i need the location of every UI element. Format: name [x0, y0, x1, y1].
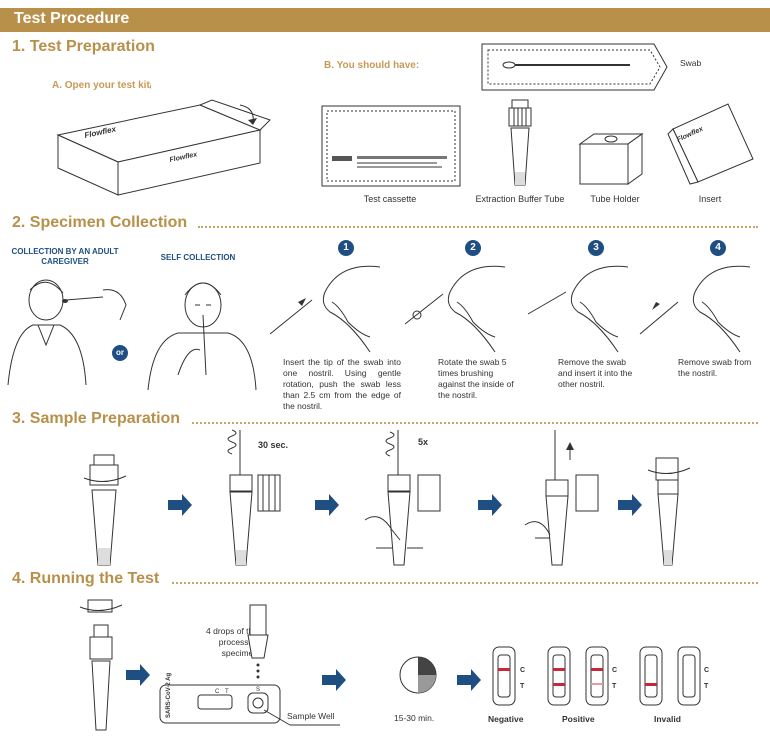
section-divider: [198, 226, 758, 228]
adult-caregiver-heading: COLLECTION BY AN ADULT CAREGIVER: [11, 247, 119, 266]
self-collection-heading: SELF COLLECTION: [160, 253, 236, 262]
cassette-t-mark: T: [225, 689, 229, 695]
insert-leaflet-illustration: Flowflex: [667, 103, 754, 185]
positive-result-window-2: C T: [585, 646, 617, 706]
title-banner: Test Procedure: [0, 8, 770, 32]
step-1-text: Insert the tip of the swab into one nost…: [283, 357, 401, 411]
invalid-result-window-1: [639, 646, 663, 706]
timer-clock-icon: [399, 656, 437, 694]
step-2-number: 2: [465, 240, 481, 256]
nostril-swab-illustrations: [269, 265, 751, 353]
negative-label: Negative: [488, 714, 524, 724]
swab-in-tube: 30 sec.: [227, 429, 288, 566]
section-specimen-collection: 2. Specimen Collection: [12, 214, 188, 231]
sample-preparation-illustrations: 30 sec. 5x: [83, 429, 691, 566]
test-cassette-label: Test cassette: [363, 194, 417, 204]
closed-tube: [647, 457, 691, 566]
section-test-preparation: 1. Test Preparation: [12, 38, 155, 55]
sample-well-label: Sample Well: [287, 711, 335, 721]
head-profile-step-1: [269, 265, 381, 353]
neg-t-mark: T: [520, 683, 525, 690]
pos-t-mark: T: [612, 683, 617, 690]
positive-label: Positive: [562, 714, 595, 724]
arrow-1: [168, 494, 192, 516]
arrow-4: [618, 494, 642, 516]
step-4-text: Remove swab from the nostril.: [678, 357, 752, 378]
inv-c-mark: C: [704, 667, 709, 674]
section-divider: [192, 422, 758, 424]
head-profile-step-4: [639, 265, 751, 353]
neg-c-mark: C: [520, 667, 525, 674]
arrow-3: [478, 494, 502, 516]
remove-swab: [524, 430, 599, 566]
section-sample-preparation: 3. Sample Preparation: [12, 410, 181, 427]
time-30-sec-label: 30 sec.: [258, 440, 288, 450]
invalid-label: Invalid: [654, 714, 681, 724]
swab-package-illustration: [481, 43, 668, 91]
step-3-text: Remove the swab and insert it into the o…: [558, 357, 633, 389]
cassette-c-mark: C: [215, 689, 220, 695]
positive-result-window-1: [547, 646, 571, 706]
arrow-2: [315, 494, 339, 516]
adult-caregiver-illustration: [7, 279, 127, 386]
cassette-drop-illustration: C T S SARS-CoV-2 Ag: [159, 604, 340, 726]
open-kit-label: A. Open your test kitᵢ: [52, 80, 152, 91]
you-should-have-label: B. You should have:: [324, 60, 420, 71]
four-drops-label: 4 drops of the processed specimen: [206, 626, 258, 658]
page-title: Test Procedure: [14, 10, 130, 27]
result-cassettes: C T C T C T: [492, 646, 709, 706]
or-badge: or: [112, 345, 128, 361]
negative-result-window: C T: [492, 646, 525, 706]
test-kit-box-illustration: Flowflex Flowflex: [56, 99, 271, 196]
extraction-buffer-tube-label: Extraction Buffer Tube: [475, 194, 565, 204]
head-profile-step-2: [404, 265, 506, 353]
step-1-number: 1: [338, 240, 354, 256]
cassette-brand-label: SARS-CoV-2 Ag: [166, 673, 172, 718]
tube-holder-label: Tube Holder: [590, 194, 640, 204]
open-dropper-tube-illustration: [79, 599, 150, 731]
test-cassette-pouch-illustration: [321, 105, 461, 187]
invalid-result-window-2: C T: [677, 646, 709, 706]
self-collection-illustration: [147, 282, 257, 391]
insert-label: Insert: [698, 194, 722, 204]
section-running-the-test: 4. Running the Test: [12, 570, 160, 587]
squeeze-tube: 5x: [364, 430, 441, 566]
swab-label: Swab: [680, 58, 702, 68]
step-4-number: 4: [710, 240, 726, 256]
pos-c-mark: C: [612, 667, 617, 674]
extraction-buffer-tube-illustration: [508, 99, 532, 186]
wait-time-label: 15-30 min.: [394, 713, 435, 723]
head-profile-step-3: [527, 265, 629, 353]
open-tube: [83, 454, 127, 566]
arrow-to-timer: [322, 669, 346, 691]
section-divider: [172, 582, 758, 584]
times-5x-label: 5x: [418, 437, 428, 447]
tube-holder-illustration: [578, 133, 644, 185]
step-3-number: 3: [588, 240, 604, 256]
inv-t-mark: T: [704, 683, 709, 690]
arrow-to-results: [457, 669, 481, 691]
cassette-s-mark: S: [256, 687, 260, 693]
step-2-text: Rotate the swab 5 times brushing against…: [438, 357, 514, 400]
